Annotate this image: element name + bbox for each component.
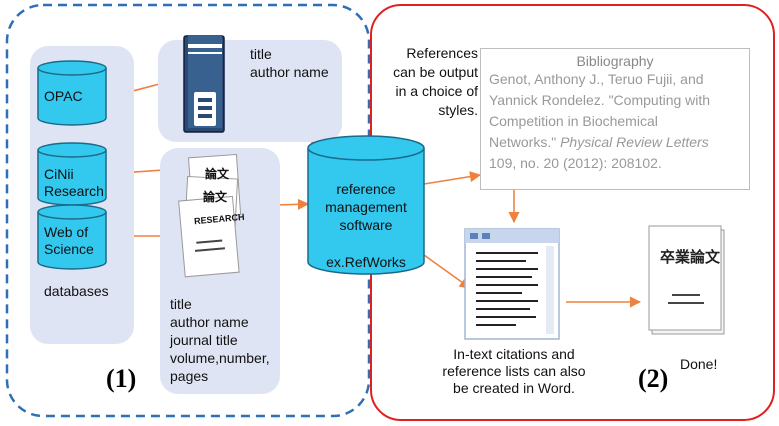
word-document-icon: [464, 228, 560, 340]
arrow-software-to-word: [423, 254, 471, 289]
bibliography-line-5: 109, no. 20 (2012): 208102.: [489, 155, 662, 171]
cinii-label: CiNii Research: [44, 166, 104, 199]
arrow-software-to-bibliography: [423, 171, 482, 185]
bibliography-journal: Physical Review Letters: [560, 134, 709, 150]
paper-field-author: author name: [170, 314, 249, 330]
opac-cylinder: [37, 60, 107, 126]
thesis-document-icon: [648, 225, 725, 335]
paper-stack-icon: [178, 153, 242, 278]
bibliography-box: Bibliography Genot, Anthony J., Teruo Fu…: [480, 48, 750, 190]
paper-field-title: title: [170, 296, 192, 312]
paper-field-journal: journal title: [170, 332, 238, 348]
section2-label: (2): [638, 364, 669, 393]
wos-label: Web of Science: [44, 224, 94, 257]
opac-label: OPAC: [44, 88, 83, 104]
book-icon: [183, 35, 225, 133]
paper-field-volume: volume,number,: [170, 350, 270, 366]
databases-caption: databases: [44, 283, 109, 299]
paper-stamp-2: 論文: [203, 190, 228, 204]
cinii-cylinder: [37, 142, 107, 206]
bibliography-line-1: Genot, Anthony J., Teruo Fujii, and: [489, 71, 704, 87]
paper-stamp-1: 論文: [205, 167, 230, 181]
bibliography-line-3: Competition in Biochemical: [489, 113, 658, 129]
thesis-stamp: 卒業論文: [660, 249, 721, 266]
bibliography-entry: Genot, Anthony J., Teruo Fujii, and Yann…: [481, 69, 749, 174]
bibliography-line-2: Yannick Rondelez. "Computing with: [489, 92, 711, 108]
bibliography-line-4: Networks." Physical Review Letters: [489, 132, 743, 153]
section1-label: (1): [106, 364, 137, 393]
styles-note: References can be output in a choice of …: [393, 45, 478, 118]
software-cylinder: [307, 135, 425, 275]
word-note: In-text citations and reference lists ca…: [442, 346, 586, 396]
book-field-title: title: [250, 46, 272, 62]
paper-field-pages: pages: [170, 368, 209, 384]
bibliography-line-4-plain: Networks.": [489, 134, 561, 150]
wos-cylinder: [37, 204, 107, 270]
book-field-author: author name: [250, 64, 329, 80]
done-label: Done!: [680, 356, 718, 372]
bibliography-title: Bibliography: [576, 53, 654, 69]
software-example: ex.RefWorks: [326, 254, 406, 270]
software-name: reference management software: [325, 181, 407, 233]
